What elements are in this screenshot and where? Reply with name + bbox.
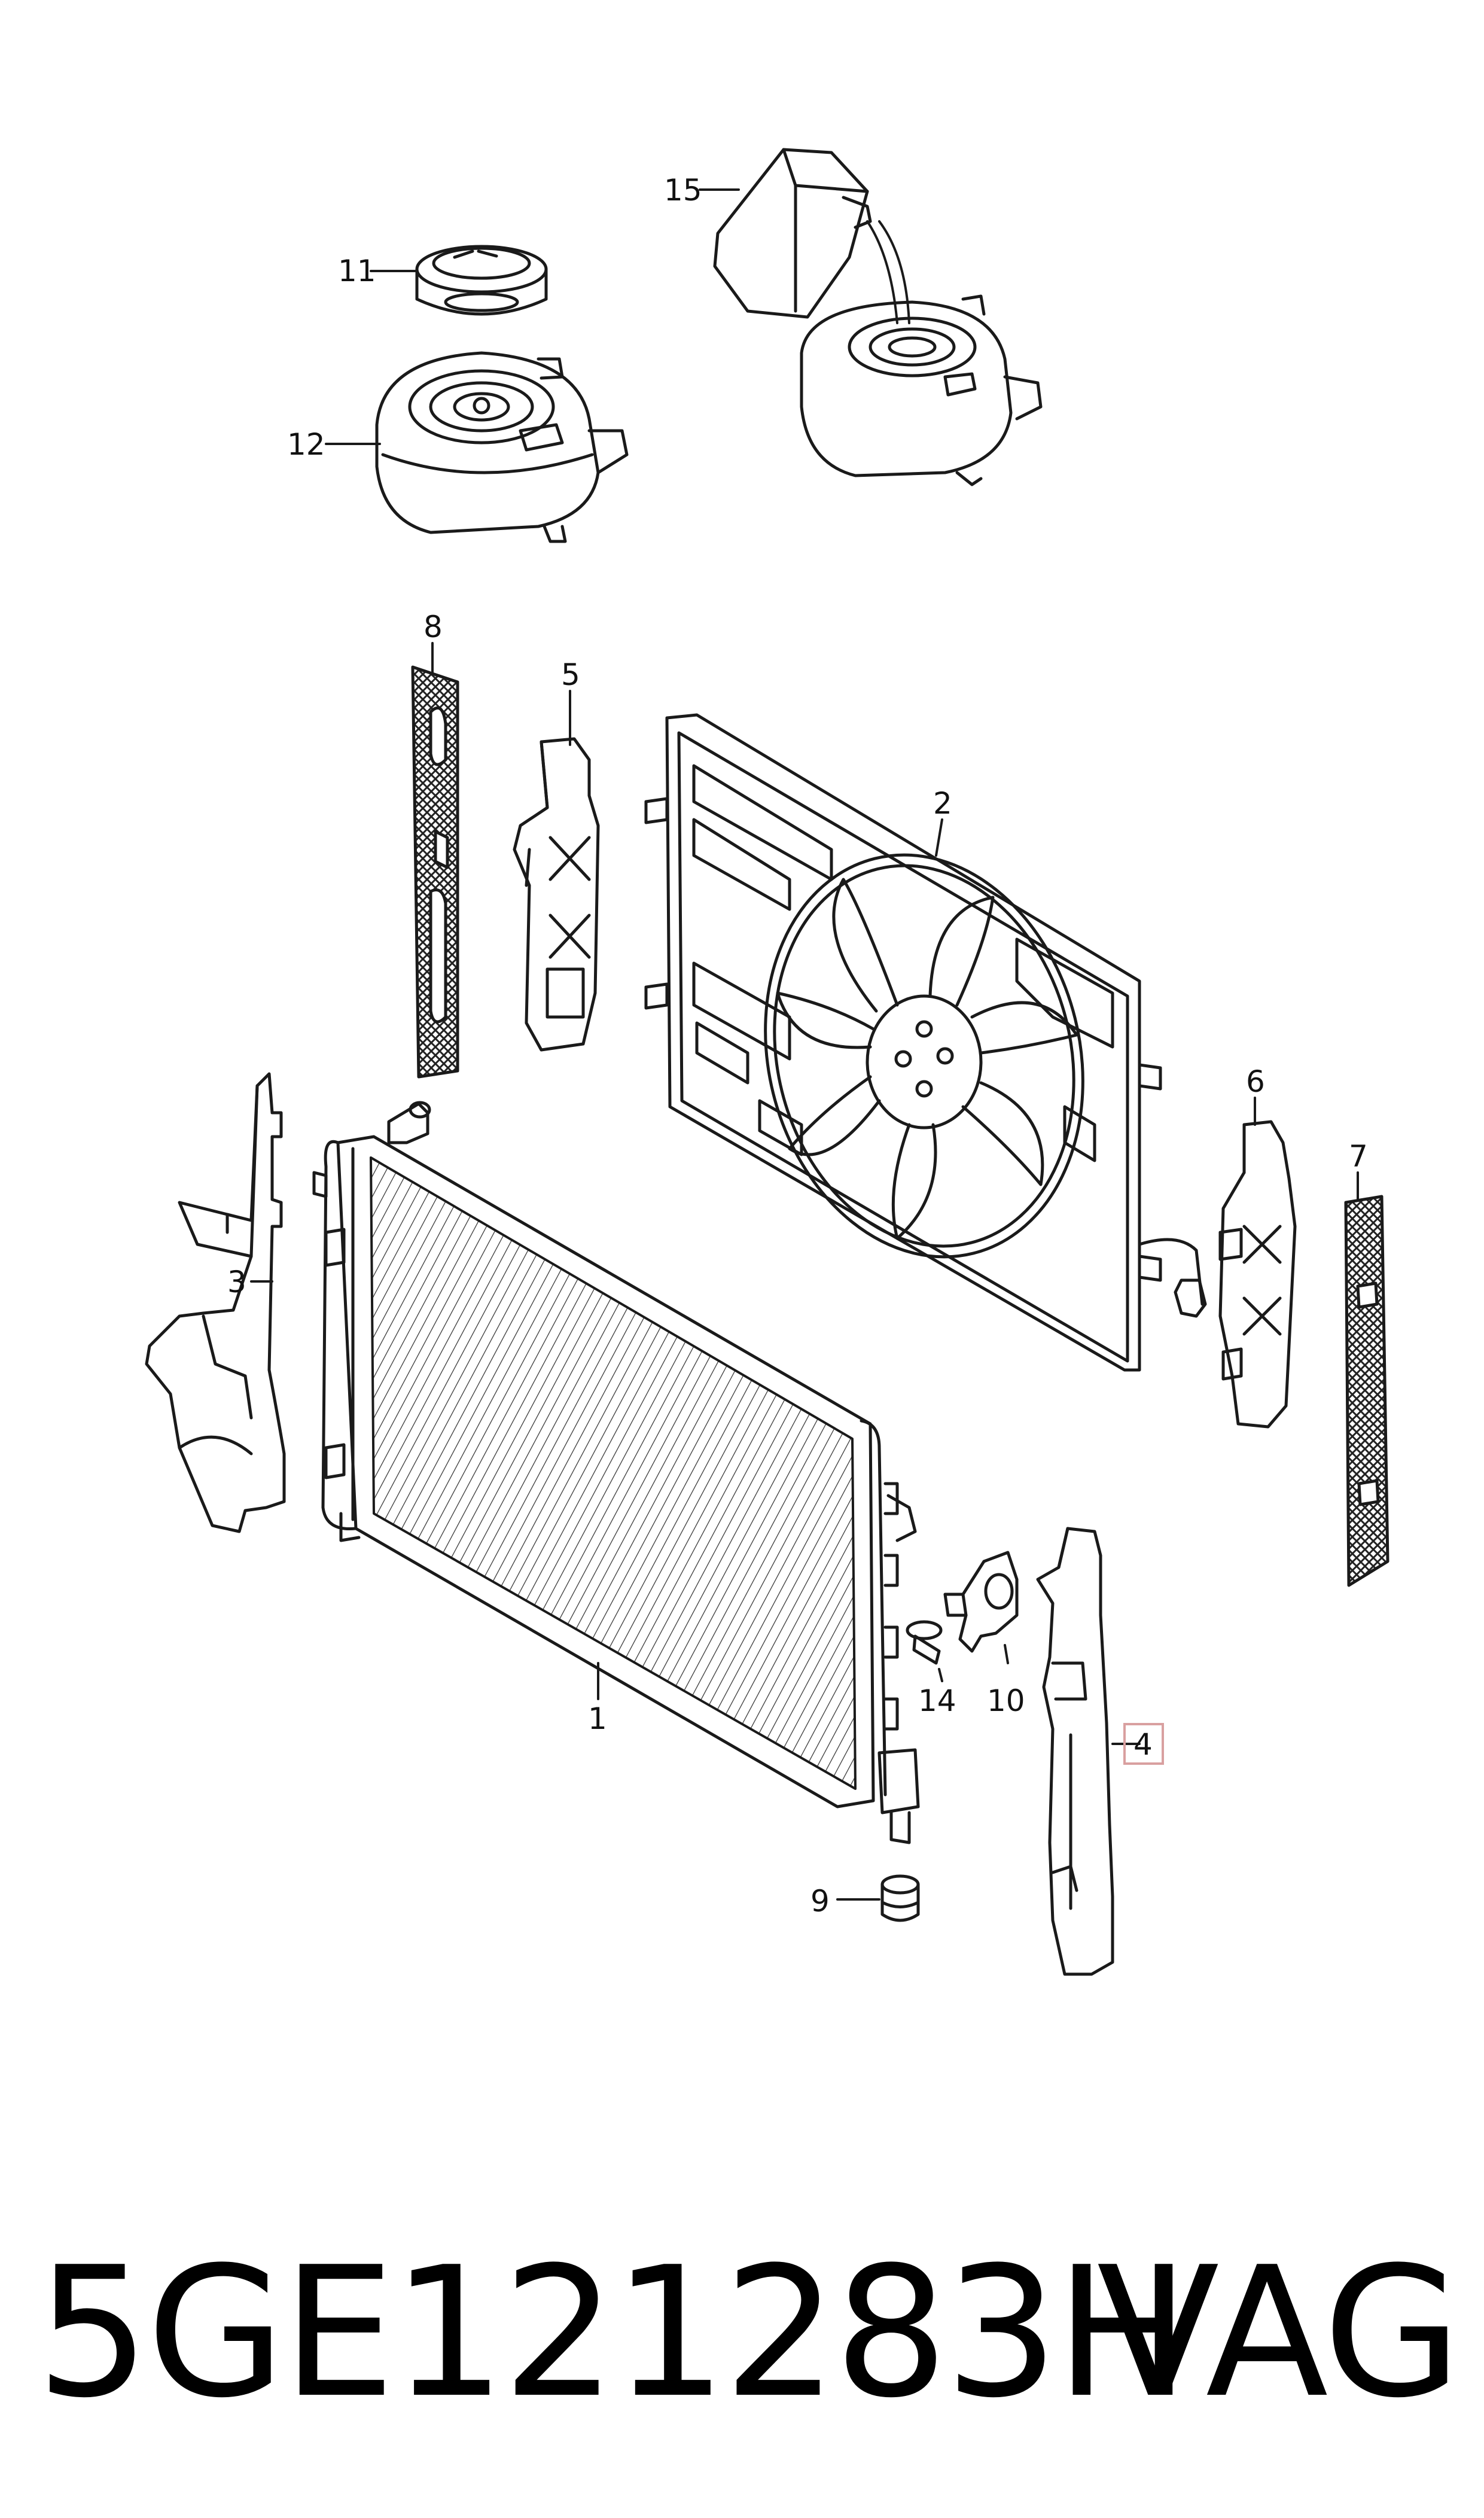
expansion-tank-part-12 <box>375 351 629 543</box>
footer-row: 5GE121283H VAG <box>36 2213 1462 2453</box>
filler-cap-part-11 <box>415 245 548 316</box>
air-duct-part-3 <box>145 1072 286 1533</box>
callout-4-highlight-box <box>1123 1723 1164 1765</box>
fan-shroud-part-2 <box>644 713 1207 1372</box>
air-duct-part-4 <box>1036 1527 1114 1976</box>
callout-11: 11 <box>338 254 376 288</box>
callout-12: 12 <box>287 427 325 462</box>
callout-2: 2 <box>933 786 952 821</box>
callout-5: 5 <box>561 657 580 692</box>
callout-10: 10 <box>987 1683 1025 1718</box>
callout-8: 8 <box>423 610 443 644</box>
leader-lines <box>250 188 1359 1901</box>
callout-3: 3 <box>227 1265 246 1299</box>
air-guide-bracket-part-5 <box>513 737 600 1052</box>
callout-4: 4 <box>1133 1727 1153 1762</box>
callout-9: 9 <box>810 1884 830 1919</box>
callout-14: 14 <box>918 1683 956 1718</box>
coolant-bottle-part-15 <box>713 148 1043 486</box>
callout-6: 6 <box>1246 1064 1265 1099</box>
brand-name: VAG <box>1096 2228 1462 2437</box>
radiator-part-1 <box>312 1101 920 1844</box>
seal-strip-part-8 <box>411 665 459 1079</box>
air-guide-bracket-part-6 <box>1218 1120 1297 1429</box>
callout-1: 1 <box>588 1701 607 1736</box>
callout-15: 15 <box>664 173 702 208</box>
drain-plug-part-9 <box>880 1874 920 1922</box>
seal-strip-part-7 <box>1344 1195 1389 1587</box>
mounting-bracket-part-10 <box>943 1551 1019 1653</box>
callout-7: 7 <box>1349 1139 1368 1174</box>
part-number: 5GE121283H <box>36 2228 1190 2437</box>
screw-part-14 <box>906 1620 943 1665</box>
